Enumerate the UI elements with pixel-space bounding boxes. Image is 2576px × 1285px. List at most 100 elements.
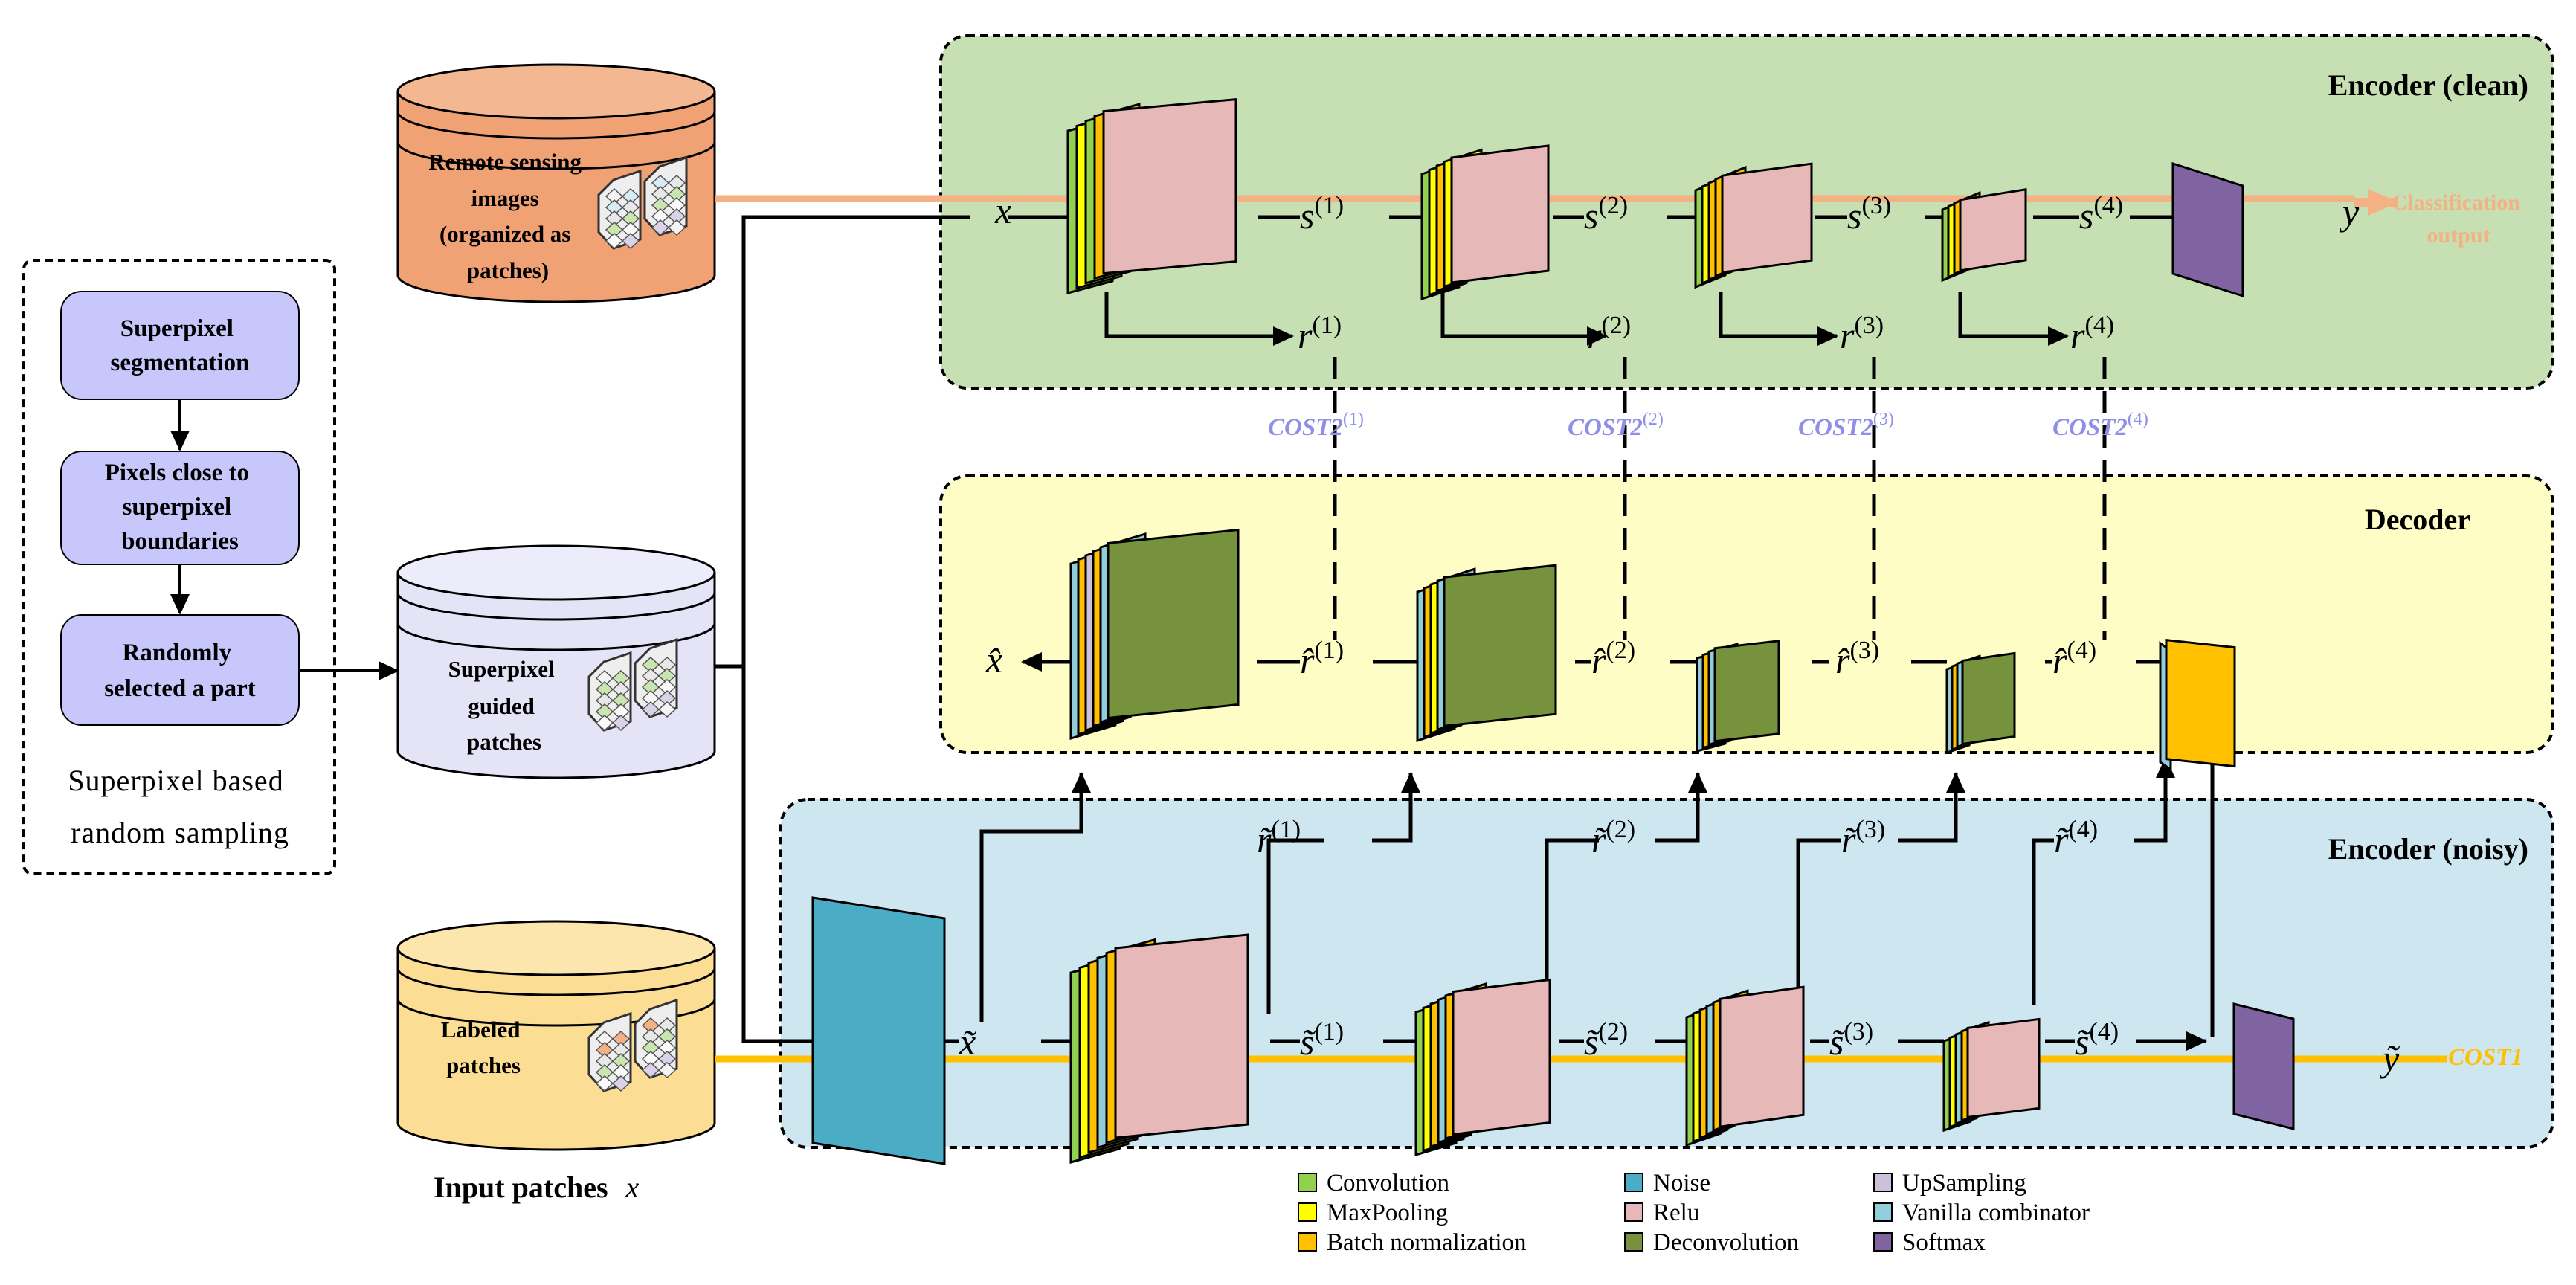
db1-line-1: Remote sensing — [428, 149, 582, 175]
dec-r1: r̂(1) — [1300, 637, 1344, 681]
svg-text:Classification output: Classification output — [2392, 190, 2526, 248]
cost1: COST1 — [2448, 1044, 2523, 1071]
db3-line-2: patches — [446, 1052, 521, 1078]
noisy-block-1 — [1069, 933, 1249, 1164]
legend-swatch-1 — [1298, 1202, 1317, 1222]
noisy-block-3 — [1685, 985, 1805, 1147]
noisy-block-2 — [1414, 978, 1551, 1157]
clean-block-4 — [1941, 188, 2027, 283]
noisy-s3: s̃(3) — [1829, 1018, 1873, 1063]
db2-line-3: patches — [467, 729, 541, 755]
svg-text:Pixels close to superpix: Pixels close to superpixel boundaries — [105, 460, 256, 555]
step-1-line-1: Superpixel — [120, 315, 234, 342]
legend-swatch-2 — [1298, 1232, 1317, 1252]
superpixel-patch-icon — [587, 637, 678, 732]
noisy-input-xtilde: x̃ — [959, 1021, 976, 1063]
legend-label-5: Deconvolution — [1653, 1229, 1799, 1256]
noisy-r3: r̃(3) — [1841, 816, 1885, 860]
legend-swatch-0 — [1298, 1173, 1317, 1192]
clean-input-x: x — [994, 190, 1011, 231]
clean-s1: s(1) — [1300, 192, 1344, 236]
svg-text:Superpixel guided: Superpixel guided patches — [448, 656, 561, 755]
db1-line-3: (organized as — [439, 221, 571, 247]
decoder-title: Decoder — [2365, 503, 2470, 536]
clean-block-1 — [1066, 97, 1237, 294]
input-caption-var: x — [625, 1170, 640, 1204]
legend-label-4: Relu — [1653, 1199, 1699, 1226]
noisy-softmax — [2232, 1002, 2295, 1130]
step-1-line-2: segmentation — [111, 350, 250, 376]
legend-label-2: Batch normalization — [1327, 1229, 1527, 1256]
encoder-noisy-title: Encoder (noisy) — [2328, 832, 2528, 866]
clean-s4: s(4) — [2079, 192, 2123, 236]
classification-output-line-2: output — [2427, 223, 2490, 248]
cost2-3: COST2(3) — [1798, 410, 1894, 441]
db2-line-1: Superpixel — [448, 656, 555, 682]
legend-swatch-4 — [1624, 1202, 1643, 1222]
legend-swatch-5 — [1624, 1232, 1643, 1252]
step-3-line-2: selected a part — [104, 675, 255, 702]
step-superpixel-segmentation — [60, 291, 300, 400]
dec-r2: r̂(2) — [1591, 637, 1635, 681]
noisy-s1: s̃(1) — [1300, 1018, 1344, 1063]
svg-text:Input patches x: Input patches x — [434, 1170, 640, 1204]
noisy-s2: s̃(2) — [1584, 1018, 1628, 1063]
dec-r3: r̂(3) — [1835, 637, 1879, 681]
noisy-input-line — [741, 666, 813, 1043]
step-2-line-3: boundaries — [121, 528, 239, 555]
noisy-r2: r̃(2) — [1591, 816, 1635, 860]
legend-swatch-3 — [1624, 1173, 1643, 1192]
clean-block-3 — [1694, 162, 1813, 289]
clean-r1: r(1) — [1298, 312, 1342, 356]
decoder-block-4 — [1945, 651, 2016, 755]
noisy-r1: r̃(1) — [1257, 816, 1301, 860]
legend-swatch-7 — [1873, 1202, 1893, 1222]
legend-label-1: MaxPooling — [1327, 1199, 1448, 1226]
noisy-r4: r̃(4) — [2054, 816, 2098, 860]
noisy-output-ytilde: ỹ — [2379, 1037, 2400, 1079]
legend-label-0: Convolution — [1327, 1170, 1449, 1197]
step-random-selection — [60, 614, 300, 726]
cost2-2: COST2(2) — [1568, 410, 1664, 441]
clean-r2: r(2) — [1587, 312, 1631, 356]
decoder-output-xhat: x̂ — [985, 639, 1002, 680]
svg-text:Remote sensing images: Remote sensing images (organized as patc… — [428, 149, 587, 283]
db1-line-4: patches) — [467, 257, 549, 283]
svg-text:Superpixel segmentation: Superpixel segmentation — [111, 315, 250, 376]
legend-label-7: Vanilla combinator — [1902, 1199, 2090, 1226]
legend-label-6: UpSampling — [1902, 1170, 2026, 1197]
remote-sensing-patch-icon — [597, 155, 688, 250]
step-2-line-2: superpixel — [123, 494, 232, 521]
decoder-block-5 — [2159, 638, 2236, 772]
legend-swatch-8 — [1873, 1232, 1893, 1252]
svg-text:Randomly selected a part: Randomly selected a part — [104, 640, 255, 702]
input-caption-text: Input patches — [434, 1170, 608, 1204]
labeled-patch-icon — [587, 998, 678, 1092]
step-2-line-1: Pixels close to — [105, 460, 249, 486]
encoder-clean-title: Encoder (clean) — [2328, 68, 2528, 102]
svg-text:Labeled patches: Labeled patches — [441, 1017, 527, 1078]
noisy-block-4 — [1942, 1017, 2041, 1133]
noisy-s4: s̃(4) — [2075, 1018, 2119, 1063]
clean-r3: r(3) — [1840, 312, 1884, 356]
superpixel-guided-database: Superpixel guided patches — [396, 544, 716, 779]
clean-r4: r(4) — [2070, 312, 2114, 356]
sampling-caption-line-2: random sampling — [71, 816, 289, 849]
clean-s3: s(3) — [1847, 192, 1891, 236]
decoder-block-3 — [1696, 640, 1780, 753]
db2-line-2: guided — [468, 693, 535, 719]
legend-label-3: Noise — [1653, 1170, 1710, 1197]
clean-input-line — [741, 215, 970, 666]
legend-label-8: Softmax — [1902, 1229, 1986, 1256]
remote-sensing-database: Remote sensing images (organized as patc… — [396, 63, 716, 303]
step-3-line-1: Randomly — [123, 640, 232, 666]
classification-output-line-1: Classification — [2392, 190, 2521, 215]
db3-line-1: Labeled — [441, 1017, 521, 1043]
decoder-block-1 — [1069, 528, 1240, 741]
labeled-patches-database: Labeled patches — [396, 920, 716, 1151]
sampling-caption-line-1: Superpixel based — [68, 764, 283, 797]
db1-line-2: images — [471, 185, 538, 211]
clean-output-y: y — [2339, 191, 2360, 233]
